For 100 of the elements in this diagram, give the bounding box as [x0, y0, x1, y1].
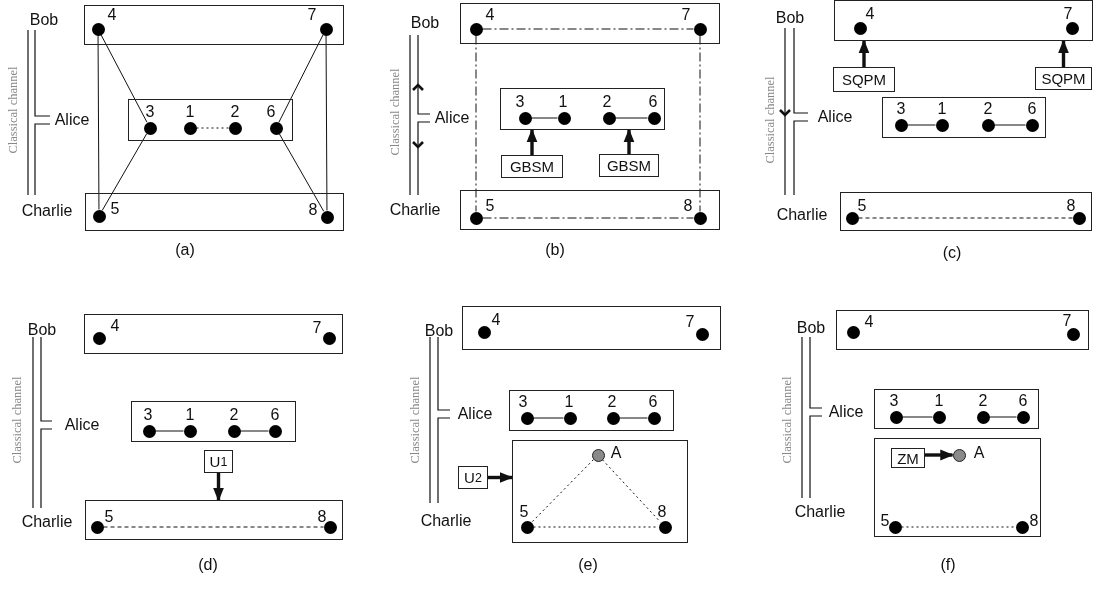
operation-box: SQPM: [1035, 67, 1092, 90]
qubit-number: A: [973, 444, 985, 462]
qubit-number: 2: [983, 100, 993, 118]
party-name: Alice: [64, 416, 100, 434]
qubit-number: 8: [657, 503, 667, 521]
party-name: Alice: [817, 108, 853, 126]
party-name: Bob: [796, 319, 826, 337]
connector-line: [619, 417, 648, 419]
qubit-number: 4: [491, 311, 501, 329]
connector-line: [240, 430, 269, 432]
party-name: Alice: [434, 109, 470, 127]
qubit-number: 8: [1029, 512, 1039, 530]
party-name: Charlie: [21, 202, 73, 220]
party-name: Alice: [828, 403, 864, 421]
channel-label: Classical channel: [407, 376, 423, 464]
connector-line: [858, 217, 1073, 219]
channel-label: Classical channel: [779, 376, 795, 464]
party-name: Charlie: [776, 206, 828, 224]
connector-line: [699, 35, 701, 212]
qubit-number: 1: [564, 393, 574, 411]
connector-line: [155, 430, 184, 432]
party-name: Bob: [29, 11, 59, 29]
connector-line: [531, 117, 558, 119]
qubit-number: 7: [1062, 312, 1072, 330]
qubit-number: 7: [312, 319, 322, 337]
qubit-number: 7: [685, 313, 695, 331]
connector-line: [100, 34, 148, 123]
arrow: [488, 472, 514, 483]
qubit-number: 2: [230, 103, 240, 121]
qubit-number: 8: [317, 508, 327, 526]
connector-line: [533, 417, 564, 419]
qubit-number: 5: [110, 200, 120, 218]
connector-line: [196, 127, 229, 129]
connector-line: [325, 35, 328, 211]
arrow: [623, 128, 635, 154]
qubit-number: 8: [1066, 197, 1076, 215]
qubit-number: 5: [485, 197, 495, 215]
panel-label: (f): [940, 556, 956, 574]
operation-box: ZM: [891, 448, 925, 468]
qubit-number: 6: [648, 393, 658, 411]
channel-label: Classical channel: [387, 68, 403, 156]
qubit-number: 3: [515, 93, 525, 111]
qubit-number: 5: [857, 197, 867, 215]
panel-label: (e): [578, 556, 598, 574]
party-name: Charlie: [389, 201, 441, 219]
connector-line: [482, 217, 694, 219]
qubit-number: 3: [889, 392, 899, 410]
qubit-number: 3: [518, 393, 528, 411]
connector-line: [278, 34, 324, 123]
connector-line: [601, 459, 662, 523]
qubit-number: A: [610, 444, 622, 462]
qubit-number: 3: [145, 103, 155, 121]
party-name: Bob: [410, 14, 440, 32]
qubit-number: 7: [1063, 5, 1073, 23]
connector-line: [615, 117, 648, 119]
qubit-number: 4: [865, 5, 875, 23]
qubit-number: 6: [648, 93, 658, 111]
connector-line: [531, 459, 594, 523]
connector-line: [989, 416, 1017, 418]
panel-label: (c): [942, 244, 962, 262]
connector-line: [994, 124, 1026, 126]
connector-line: [901, 526, 1016, 528]
operation-box: SQPM: [833, 67, 895, 92]
qubit-number: 4: [110, 317, 120, 335]
arrow: [858, 39, 870, 67]
party-name: Charlie: [21, 513, 73, 531]
qubit-number: 2: [978, 392, 988, 410]
qubit-number: 4: [864, 313, 874, 331]
arrow: [1058, 39, 1069, 67]
qubit-number: 4: [107, 6, 117, 24]
qubit-number: 1: [558, 93, 568, 111]
qubit-number: 1: [185, 406, 195, 424]
channel-label: Classical channel: [762, 76, 778, 164]
party-name: Charlie: [794, 503, 846, 521]
qubit-number: 2: [602, 93, 612, 111]
qubit-number: 1: [185, 103, 195, 121]
party-name: Bob: [775, 9, 805, 27]
party-name: Bob: [27, 321, 57, 339]
channel-label: Classical channel: [9, 376, 25, 464]
qubit-number: 5: [104, 508, 114, 526]
qubit-number: 6: [266, 103, 276, 121]
qubit-number: 8: [683, 197, 693, 215]
connector-line: [907, 124, 936, 126]
arrow: [526, 128, 538, 155]
qubit-number: 3: [896, 100, 906, 118]
operation-box: GBSM: [501, 155, 563, 178]
connector-line: [902, 416, 933, 418]
connector-line: [475, 35, 477, 212]
qubit-number: 5: [519, 503, 529, 521]
connector-line: [101, 133, 148, 211]
qubit-number: 1: [934, 392, 944, 410]
connector-line: [482, 28, 694, 30]
qubit-number: 7: [681, 6, 691, 24]
party-name: Bob: [424, 322, 454, 340]
party-name: Alice: [54, 111, 90, 129]
qubit-number: 4: [485, 6, 495, 24]
qubit-number: 6: [1027, 100, 1037, 118]
qubit-number: 3: [143, 406, 153, 424]
qubit-number: 2: [229, 406, 239, 424]
operation-box: GBSM: [599, 154, 659, 177]
